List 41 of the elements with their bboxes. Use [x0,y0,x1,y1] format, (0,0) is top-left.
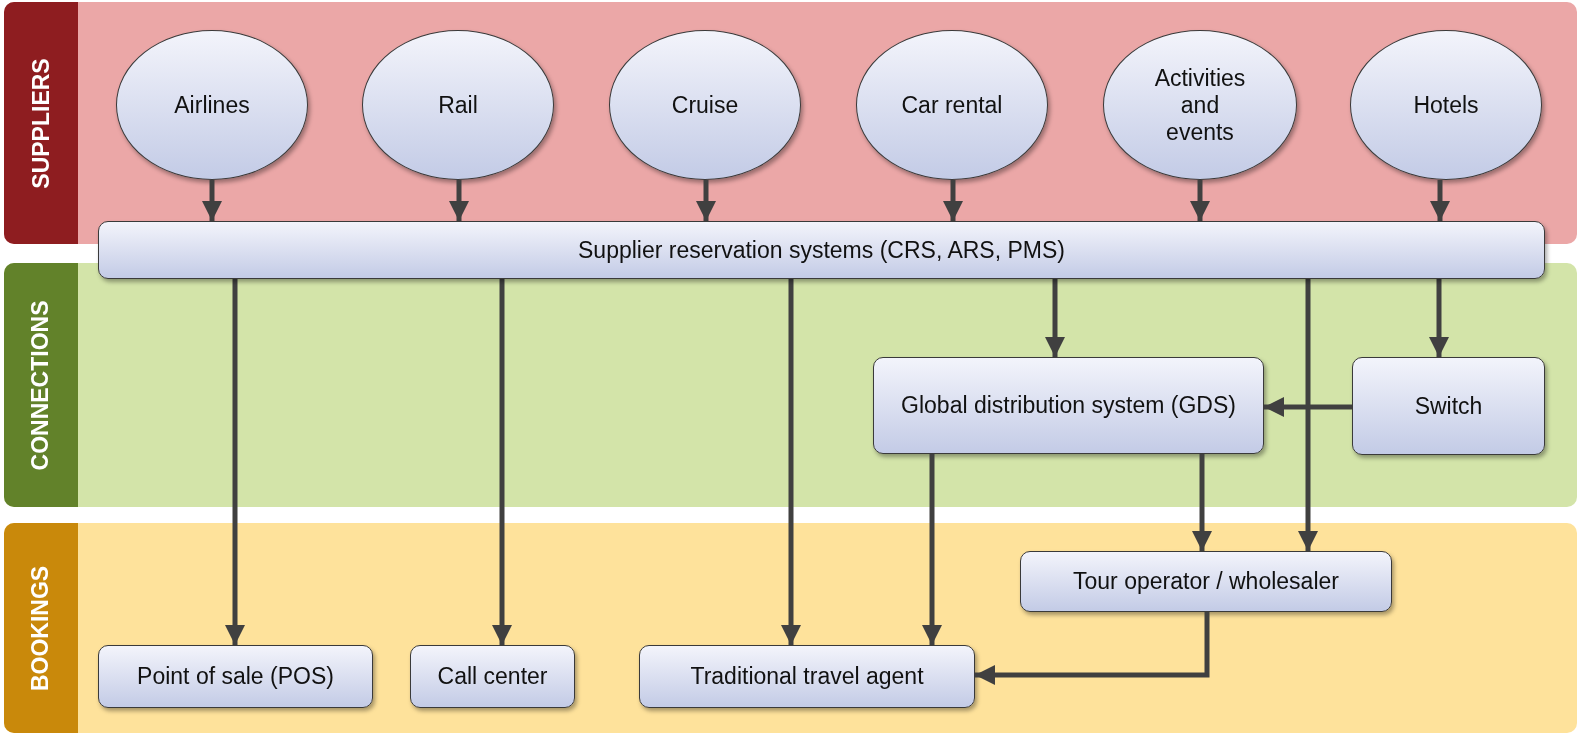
process-box [98,645,373,708]
arrow [922,454,942,645]
arrow [696,180,716,221]
arrow [1264,397,1352,417]
arrow [1192,454,1212,551]
arrow [781,279,801,645]
arrow [1429,279,1449,357]
node-label: Supplier reservation systems (CRS, ARS, PMS) [578,236,1065,264]
swimlane-band [4,523,1577,733]
arrow [1190,180,1210,221]
node-label: Activities and events [1153,64,1247,146]
process-box [873,357,1264,454]
process-box [410,645,575,708]
process-box [1020,551,1392,612]
swimlane-band [4,263,1577,507]
node-label: Rail [438,91,478,119]
band-title: BOOKINGS [27,565,55,691]
node-label: Car rental [901,91,1003,119]
process-box [98,221,1545,279]
node-label: Call center [437,663,548,690]
process-box [1352,357,1545,455]
node-label: Tour operator / wholesaler [1073,568,1339,595]
arrow [202,180,222,221]
node-label: Switch [1414,392,1483,420]
process-box [639,645,975,708]
node-label: Global distribution system (GDS) [901,392,1236,419]
band-title: CONNECTIONS [27,300,55,470]
arrow [943,180,963,221]
arrow [1045,279,1065,357]
arrow [975,612,1210,685]
node-label: Traditional travel agent [690,663,924,690]
band-title: SUPPLIERS [27,57,55,189]
node-label: Airlines [174,91,250,119]
arrow [1298,279,1318,551]
node-label: Hotels [1413,91,1479,119]
arrow [492,279,512,645]
arrow [449,180,469,221]
node-label: Point of sale (POS) [137,663,334,690]
node-label: Cruise [671,91,739,119]
arrow [225,279,245,645]
arrow [1430,180,1450,221]
